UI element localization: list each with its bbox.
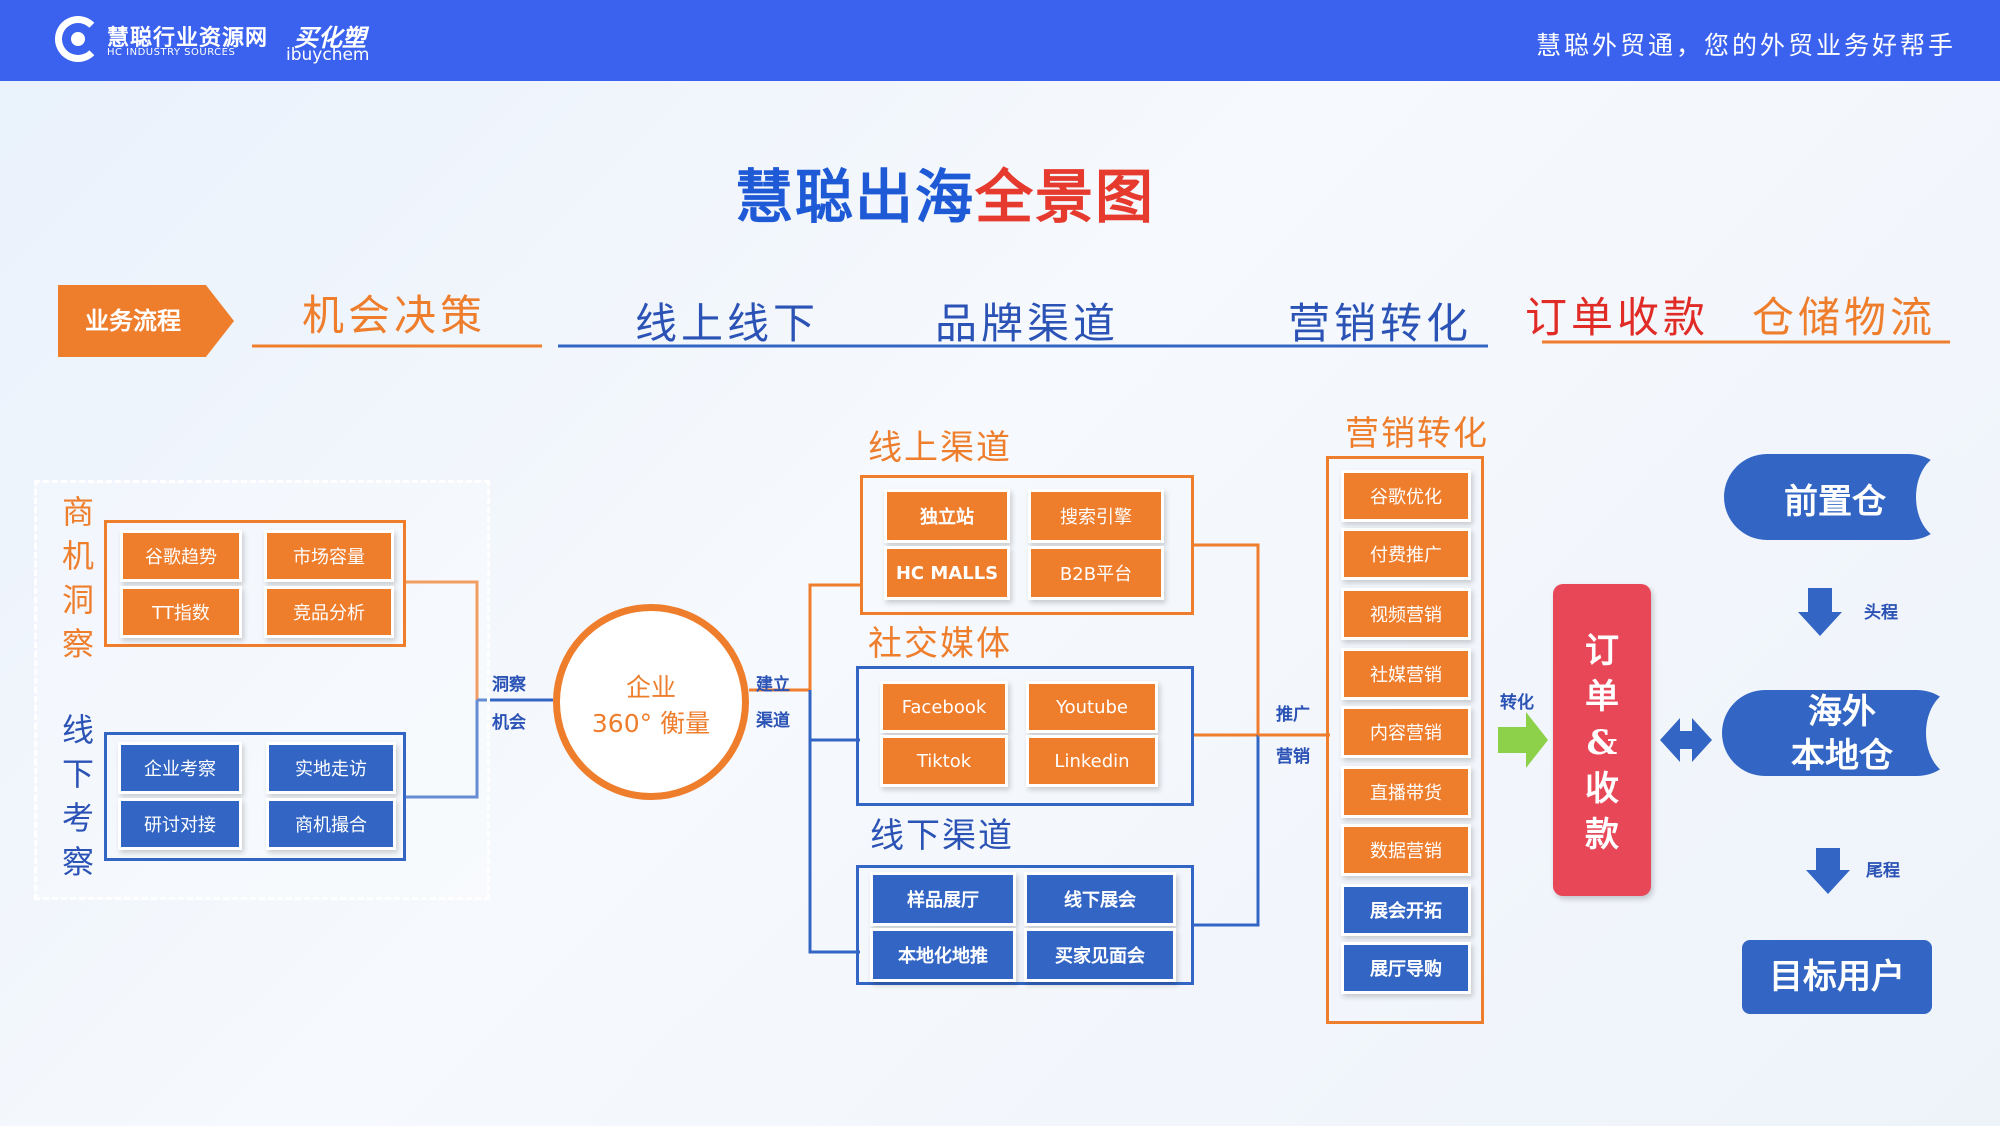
marketing-frame xyxy=(1326,456,1484,1024)
order-payment-block xyxy=(1553,584,1651,896)
overseas-warehouse-label: 海外 本地仓 xyxy=(1742,690,1942,778)
marketing-item-5: 直播带货 xyxy=(1341,766,1471,818)
marketing-item-trade-show: 展会开拓 xyxy=(1341,884,1471,936)
phase-online-offline: 线上线下 xyxy=(635,299,820,348)
offline-vertical-label: 线下考察 xyxy=(61,711,94,881)
social-media-title: 社交媒体 xyxy=(868,624,1012,664)
offline-item-company-visit: 企业考察 xyxy=(118,742,242,794)
offline-item-buyer-meeting: 买家见面会 xyxy=(1024,928,1176,982)
last-leg-label: 尾程 xyxy=(1866,861,1900,881)
social-item-youtube: Youtube xyxy=(1026,681,1158,733)
offline-item-trade-show: 线下展会 xyxy=(1024,872,1176,926)
online-item-search-engine: 搜索引擎 xyxy=(1028,489,1164,543)
phase-opportunity: 机会决策 xyxy=(302,291,487,340)
front-warehouse-shape xyxy=(1724,454,1952,540)
online-item-b2b-platform: B2B平台 xyxy=(1028,546,1164,600)
marketing-item-3: 社媒营销 xyxy=(1341,648,1471,700)
offline-item-matchmaking: 商机撮合 xyxy=(266,798,396,850)
header-bar xyxy=(0,0,2000,81)
marketing-title: 营销转化 xyxy=(1345,414,1489,454)
connector-label-build: 建立 xyxy=(756,675,790,695)
opportunity-dashed-frame xyxy=(34,480,490,900)
marketing-item-0: 谷歌优化 xyxy=(1341,470,1471,522)
title-part2: 全景图 xyxy=(975,163,1156,231)
front-warehouse-cutout xyxy=(1916,454,1976,540)
enterprise-360-circle xyxy=(553,604,749,800)
insight-item-competitor-analysis: 竞品分析 xyxy=(264,586,394,638)
social-item-linkedin: Linkedin xyxy=(1026,735,1158,787)
connector-label-marketing: 营销 xyxy=(1276,747,1310,767)
offline-item-site-visit: 实地走访 xyxy=(266,742,396,794)
social-media-frame xyxy=(856,666,1194,806)
insight-vertical-label: 商机洞察 xyxy=(61,493,94,663)
overseas-line2: 本地仓 xyxy=(1791,736,1893,776)
social-item-tiktok: Tiktok xyxy=(880,735,1008,787)
connector-label-convert: 转化 xyxy=(1500,693,1534,713)
phase-brand-channel: 品牌渠道 xyxy=(935,299,1120,348)
connector-label-opportunity: 机会 xyxy=(492,713,526,733)
header-tagline: 慧聪外贸通，您的外贸业务好帮手 xyxy=(1535,31,1956,60)
order-payment-text: 订 单 & 收 款 xyxy=(1553,628,1651,858)
circle-line2: 360° 衡量 xyxy=(591,709,711,738)
offline-visit-frame xyxy=(104,732,406,861)
logo-ibuychem-name: 买化塑 xyxy=(294,24,366,52)
title-part1: 慧聪出海 xyxy=(734,163,975,231)
offline-item-seminar: 研讨对接 xyxy=(118,798,242,850)
connector-label-channel: 渠道 xyxy=(756,711,790,731)
online-item-independent-site: 独立站 xyxy=(884,489,1010,543)
online-channel-frame xyxy=(860,475,1194,615)
marketing-item-6: 数据营销 xyxy=(1341,824,1471,876)
overseas-warehouse-shape xyxy=(1722,690,1960,776)
phase-order: 订单收款 xyxy=(1525,293,1710,342)
marketing-item-2: 视频营销 xyxy=(1341,588,1471,640)
connector-label-insight: 洞察 xyxy=(492,675,526,695)
phase-marketing: 营销转化 xyxy=(1288,299,1473,348)
process-label: 业务流程 xyxy=(85,306,181,335)
online-item-hc-malls: HC MALLS xyxy=(884,546,1010,600)
offline-item-local-promotion: 本地化地推 xyxy=(870,928,1016,982)
insight-item-tt-index: TT指数 xyxy=(120,586,242,638)
offline-channel-frame xyxy=(856,865,1194,985)
overseas-warehouse-cutout xyxy=(1926,690,1986,776)
order-char-3: 收 xyxy=(1585,769,1619,809)
order-char-4: 款 xyxy=(1585,815,1619,855)
offline-item-showroom: 样品展厅 xyxy=(870,872,1016,926)
phase-logistics: 仓储物流 xyxy=(1752,293,1937,342)
connector-label-promote: 推广 xyxy=(1276,705,1310,725)
order-char-1: 单 xyxy=(1585,677,1619,717)
marketing-item-4: 内容营销 xyxy=(1341,706,1471,758)
first-leg-label: 头程 xyxy=(1864,603,1898,623)
logo-hc-name: 慧聪行业资源网 xyxy=(107,26,269,51)
circle-line1: 企业 xyxy=(625,673,676,702)
social-item-facebook: Facebook xyxy=(880,681,1008,733)
marketing-item-showroom-guide: 展厅导购 xyxy=(1341,942,1471,994)
page-title: 慧聪出海全景图 xyxy=(0,150,1890,234)
offline-channel-title: 线下渠道 xyxy=(870,816,1014,856)
online-channel-title: 线上渠道 xyxy=(868,428,1012,468)
process-arrow xyxy=(58,285,234,357)
marketing-item-1: 付费推广 xyxy=(1341,528,1471,580)
order-char-0: 订 xyxy=(1585,631,1619,671)
insight-item-market-size: 市场容量 xyxy=(264,530,394,582)
overseas-line1: 海外 xyxy=(1808,692,1876,732)
logo-ibuychem-english: ibuychem xyxy=(286,45,370,65)
order-char-2: & xyxy=(1586,723,1618,763)
front-warehouse-label: 前置仓 xyxy=(1784,482,1886,522)
hc-logo-icon xyxy=(55,16,101,62)
insight-item-google-trends: 谷歌趋势 xyxy=(120,530,242,582)
insight-frame xyxy=(104,520,406,647)
target-user-box: 目标用户 xyxy=(1742,940,1932,1014)
logo-hc-english: HC INDUSTRY SOURCES xyxy=(107,47,236,58)
